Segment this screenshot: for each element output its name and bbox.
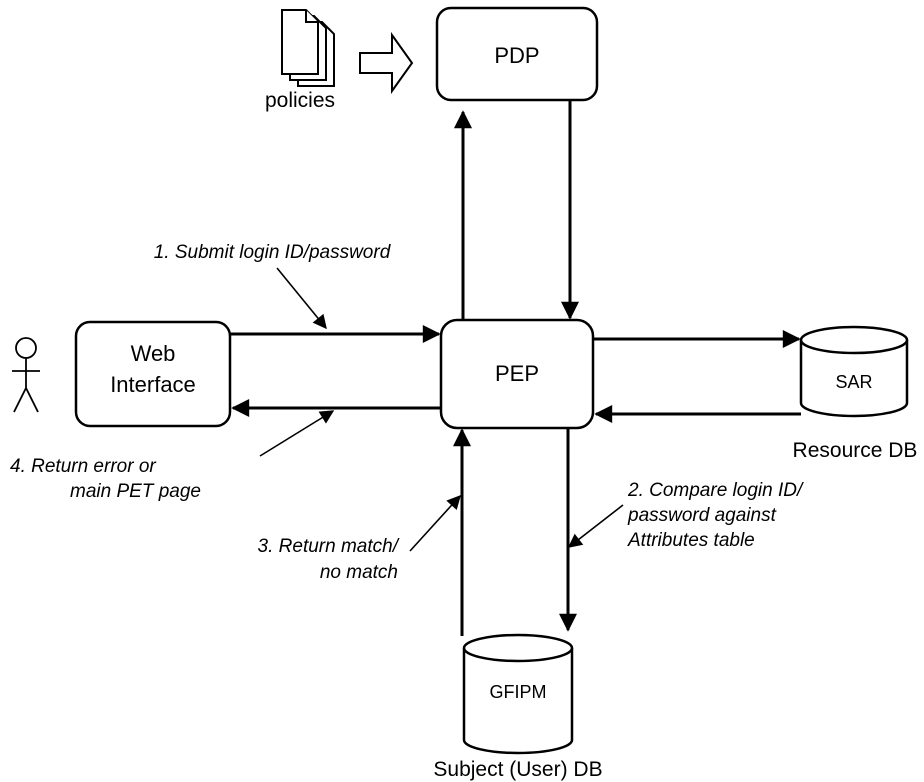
gfipm-label: GFIPM (490, 682, 547, 702)
policies-caption: policies (265, 89, 335, 112)
pdp-node (435, 6, 599, 102)
step-4-label-line1: 4. Return error or (10, 456, 156, 477)
step-3-pointer (409, 494, 461, 552)
policies-to-pdp-hollow-arrow (359, 31, 414, 95)
web-interface-node (74, 320, 232, 428)
step-1-label: 1. Submit login ID/password (154, 242, 392, 263)
web-interface-label-line1: Web (131, 341, 176, 366)
sar-database-icon (799, 325, 909, 418)
step-2-label-line3: Attributes table (627, 530, 755, 551)
pdp-label: PDP (494, 43, 539, 68)
sar-label: SAR (835, 372, 872, 392)
pep-label: PEP (495, 361, 539, 386)
step-1-pointer (276, 267, 327, 330)
gfipm-database-icon (462, 633, 574, 755)
step-2-pointer (567, 504, 624, 548)
step-3-label-line1: 3. Return match/ (258, 536, 400, 557)
subject-db-caption: Subject (User) DB (433, 758, 602, 781)
step-2-label-line1: 2. Compare login ID/ (627, 480, 804, 501)
resource-db-caption: Resource DB (793, 439, 918, 462)
user-actor-icon (12, 337, 40, 413)
policies-document-icon (281, 9, 335, 87)
step-4-pointer (259, 410, 335, 457)
web-interface-label-line2: Interface (110, 372, 196, 397)
step-4-label-line2: main PET page (70, 481, 201, 502)
step-2-label-line2: password against (627, 505, 777, 526)
step-3-label-line2: no match (320, 562, 398, 583)
pep-node (439, 318, 595, 430)
